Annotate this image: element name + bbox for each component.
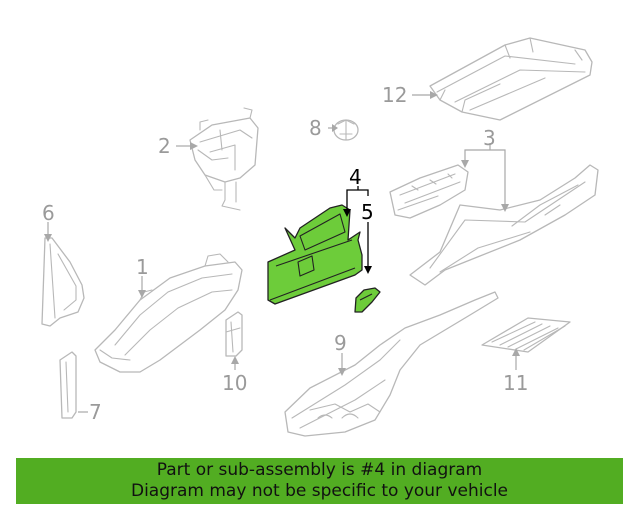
callout-8: 8 — [309, 116, 322, 140]
callout-1: 1 — [136, 255, 149, 279]
part-3-console-panel[interactable] — [389, 164, 599, 286]
part-1-instrument-panel[interactable] — [94, 253, 243, 373]
callout-3: 3 — [483, 126, 496, 150]
part-8-clip[interactable] — [333, 119, 359, 141]
part-9-center-console[interactable] — [284, 291, 499, 437]
callout-7: 7 — [89, 400, 102, 424]
callout-6: 6 — [42, 201, 55, 225]
info-banner: Part or sub-assembly is #4 in diagram Di… — [16, 458, 623, 504]
banner-line-disclaimer: Diagram may not be specific to your vehi… — [130, 481, 508, 501]
callout-11: 11 — [503, 371, 528, 395]
part-12-shelf-panel[interactable] — [429, 37, 593, 121]
part-4-lower-panel[interactable] — [267, 204, 363, 305]
part-5-bracket[interactable] — [354, 287, 381, 313]
callout-10: 10 — [222, 371, 247, 395]
parts-diagram: 1 2 3 4 5 6 7 8 9 10 11 12 — [41, 37, 599, 437]
part-10-bracket[interactable] — [225, 311, 243, 357]
leader-lines-active — [343, 186, 372, 274]
leader-lines — [44, 91, 520, 413]
callout-4[interactable]: 4 — [349, 165, 362, 189]
part-6-pillar-trim[interactable] — [41, 237, 85, 327]
callout-12: 12 — [382, 83, 407, 107]
part-7-lower-trim[interactable] — [59, 351, 77, 419]
callout-5[interactable]: 5 — [361, 200, 374, 224]
banner-line-part: Part or sub-assembly is #4 in diagram — [156, 460, 483, 480]
part-2-bracket[interactable] — [189, 107, 259, 211]
part-11-grille[interactable] — [481, 317, 571, 353]
callout-2: 2 — [158, 134, 171, 158]
callout-9: 9 — [334, 331, 347, 355]
